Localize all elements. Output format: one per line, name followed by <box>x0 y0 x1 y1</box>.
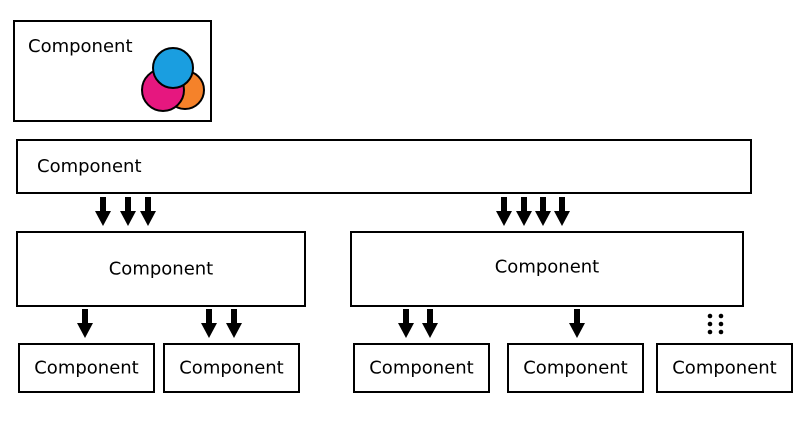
root-component-label: Component <box>37 156 142 177</box>
legend-label: Component <box>28 36 133 57</box>
down-arrow-icon <box>398 309 414 338</box>
down-arrow-icon <box>140 197 156 226</box>
down-arrow-icon <box>201 309 217 338</box>
down-arrow-icon <box>77 309 93 338</box>
leaf-label: Component <box>179 357 284 379</box>
leaf-component-3: Component <box>353 343 490 393</box>
down-arrow-icon <box>95 197 111 226</box>
down-arrow-icon <box>226 309 242 338</box>
leaf-label: Component <box>34 357 139 379</box>
leaf-label: Component <box>523 357 628 379</box>
leaf-label: Component <box>672 357 777 379</box>
right-child-label: Component <box>494 256 600 278</box>
left-child-label: Component <box>108 258 214 280</box>
legend-box: Component <box>13 20 212 122</box>
leaf-component-4: Component <box>507 343 644 393</box>
left-child-component: Component <box>16 231 306 307</box>
right-child-component: Component <box>350 231 744 307</box>
down-arrow-icon <box>516 197 532 226</box>
down-arrow-icon <box>496 197 512 226</box>
venn-circles-icon <box>141 47 205 112</box>
root-component: Component <box>16 139 752 194</box>
down-arrow-icon <box>120 197 136 226</box>
down-arrow-icon <box>422 309 438 338</box>
down-arrow-icon <box>569 309 585 338</box>
down-arrow-icon <box>554 197 570 226</box>
leaf-component-1: Component <box>18 343 155 393</box>
ellipsis-dots-icon <box>707 313 724 335</box>
leaf-component-2: Component <box>163 343 300 393</box>
leaf-component-5: Component <box>656 343 793 393</box>
leaf-label: Component <box>369 357 474 379</box>
down-arrow-icon <box>535 197 551 226</box>
